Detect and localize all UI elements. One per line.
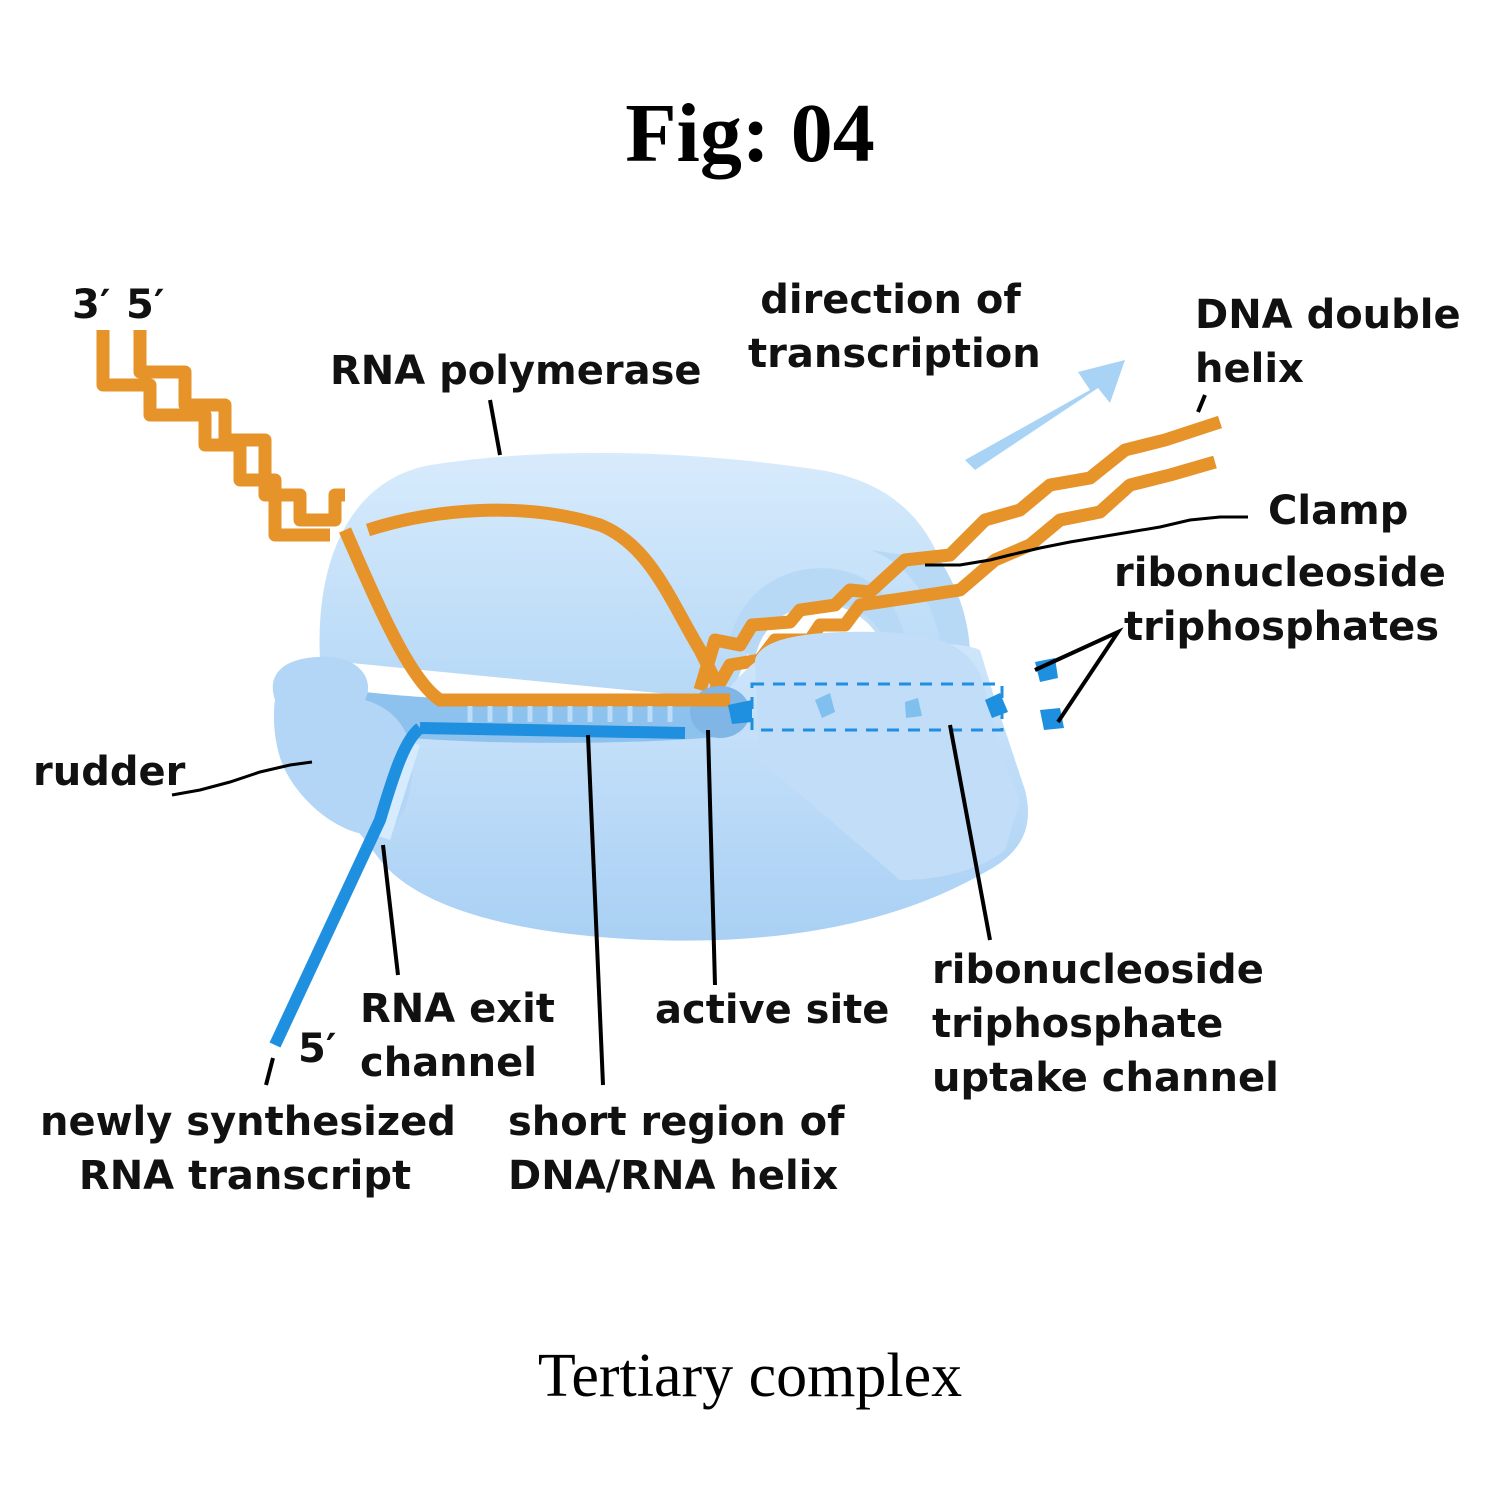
direction-arrow: [965, 360, 1125, 470]
label-short-line-2: DNA/RNA helix: [508, 1153, 839, 1199]
hybrid-basepairs: [467, 706, 673, 722]
uptake-lobe: [755, 631, 1020, 880]
leader-lines: [171, 394, 1248, 1086]
dna-helix-left: [96, 330, 345, 542]
label-direction-line-1: direction of: [760, 277, 1021, 323]
label-strand-5-prime: 5′: [126, 282, 165, 328]
label-ribonucleoside-triphosphates: ribonucleoside triphosphates: [1114, 546, 1446, 654]
dna-groove-strand: [339, 527, 730, 707]
leader-exit-channel: [381, 844, 400, 976]
rna-strand: [269, 722, 686, 1048]
figure-caption: Tertiary complex: [537, 1342, 963, 1410]
label-dna-line-2: helix: [1195, 346, 1304, 392]
dna-template-strand: [366, 503, 726, 693]
label-exit-line-2: channel: [360, 1040, 537, 1086]
label-dna-double-helix: DNA double helix: [1195, 288, 1461, 396]
rudder-lobe: [272, 656, 413, 835]
leader-active-site: [706, 729, 717, 986]
label-newly-line-1: newly synthesized: [40, 1099, 456, 1145]
label-short-line-1: short region of: [508, 1099, 845, 1145]
label-ntp-line-1: ribonucleoside: [1114, 550, 1446, 596]
label-rna-exit-channel: RNA exit channel: [360, 982, 555, 1090]
leader-short-region: [586, 734, 605, 1086]
leader-uptake: [948, 724, 992, 941]
leader-dna-helix: [1196, 394, 1207, 413]
label-rudder: rudder: [33, 749, 186, 795]
label-rna-polymerase: RNA polymerase: [330, 348, 702, 394]
label-direction-line-2: transcription: [748, 331, 1041, 377]
label-dna-line-1: DNA double: [1195, 292, 1461, 338]
leader-rudder: [171, 760, 313, 797]
rna-growing-end: [728, 700, 752, 724]
label-uptake-line-1: ribonucleoside: [932, 947, 1264, 993]
label-short-region-dna-rna: short region of DNA/RNA helix: [508, 1095, 845, 1203]
label-uptake-line-2: triphosphate: [932, 1001, 1224, 1047]
leader-rna-polymerase: [488, 399, 502, 456]
label-newly-synthesized-rna: newly synthesized RNA transcript: [40, 1095, 456, 1203]
label-newly-line-2: RNA transcript: [78, 1153, 412, 1199]
label-direction-of-transcription: direction of transcription: [748, 273, 1041, 381]
label-uptake-line-3: uptake channel: [932, 1055, 1279, 1101]
label-exit-line-1: RNA exit: [360, 986, 555, 1032]
leader-clamp: [925, 515, 1248, 567]
leader-newly: [264, 1057, 275, 1086]
leader-ntp: [1034, 627, 1124, 724]
label-ntp-uptake-channel: ribonucleoside triphosphate uptake chann…: [932, 943, 1279, 1105]
label-active-site: active site: [655, 987, 890, 1033]
label-strand-3-prime: 3′: [72, 282, 111, 328]
label-clamp: Clamp: [1268, 488, 1409, 534]
label-ntp-line-2: triphosphates: [1124, 604, 1440, 650]
ntp-molecules: [815, 658, 1064, 730]
figure-title: Fig: 04: [625, 87, 875, 180]
label-rna-5-prime: 5′: [298, 1026, 337, 1072]
